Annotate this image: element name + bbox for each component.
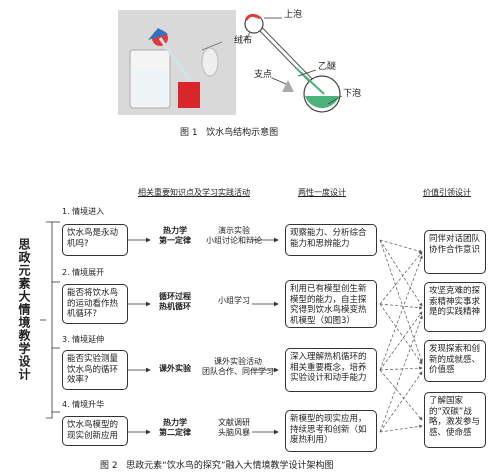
row3-law: 课外实验 xyxy=(155,364,195,374)
label-felt: 绒布 xyxy=(234,36,253,46)
row2-stage: 2. 情境展开 xyxy=(62,268,105,277)
row3-activity-2: 团队合作、同伴学习 xyxy=(202,367,274,376)
row1-activities: 演示实验 小组讨论和辩论 xyxy=(198,226,270,246)
diagram-title-vertical: 思政元素大情境教学设计 xyxy=(17,238,31,381)
drinking-bird-schematic xyxy=(244,13,343,113)
row4-design: 新模型的现实应用，持续思考和创新（如废热利用） xyxy=(290,414,367,445)
label-lower-bulb: 下泡 xyxy=(343,89,362,99)
row1-question: 饮水鸟是永动机吗? xyxy=(67,228,119,249)
row1-stage: 1. 情境进入 xyxy=(62,207,105,216)
row1-design-box: 观察能力、分析综合能力和思辨能力 xyxy=(285,224,377,256)
label-ether: 乙醚 xyxy=(318,62,337,72)
value-1: 同伴对话团队协作合作意识 xyxy=(429,234,481,255)
drinking-bird-photo-drawing xyxy=(118,10,236,115)
row1-design: 观察能力、分析综合能力和思辨能力 xyxy=(290,228,367,249)
row2-design: 利用已有模型创生新模型的能力，自主探究得到饮水鸟模变热机模型（如图3） xyxy=(290,284,367,326)
value-box-4: 了解国家的“双碳”战略，激发参与感、使命感 xyxy=(424,392,486,448)
row4-design-box: 新模型的现实应用，持续思考和创新（如废热利用） xyxy=(285,410,377,452)
row3-law-line1: 课外实验 xyxy=(159,364,191,373)
row2-activity-1: 小组学习 xyxy=(218,296,250,305)
row4-law-line2: 第二定律 xyxy=(159,428,191,437)
value-box-2: 攻坚克难的探索精神实事求是的实践精神 xyxy=(424,282,486,332)
value-box-1: 同伴对话团队协作合作意识 xyxy=(424,230,486,274)
figure2-caption: 图 2 思政元素“饮水鸟的探究”融入大情境教学设计架构图 xyxy=(100,461,334,471)
row4-activities: 文献调研 头脑风暴 xyxy=(198,418,270,438)
value-4: 了解国家的“双碳”战略，激发参与感、使命感 xyxy=(429,396,481,438)
row4-law: 热力学 第二定律 xyxy=(155,418,195,438)
row4-question: 饮水鸟模型的现实创新应用 xyxy=(67,420,119,441)
row2-question: 能否将饮水鸟的运动看作热机循环? xyxy=(67,288,119,319)
label-upper-bulb: 上泡 xyxy=(284,10,303,20)
row3-stage: 3. 情境延伸 xyxy=(62,335,105,344)
row4-stage: 4. 情境升华 xyxy=(62,400,105,409)
row2-activities: 小组学习 xyxy=(198,296,270,306)
row3-design-box: 深入理解热机循环的相关重要概念，培养实验设计和动手能力 xyxy=(285,348,377,392)
row2-law-line2: 热机循环 xyxy=(159,302,191,311)
row3-activity-1: 课外实验活动 xyxy=(214,357,262,366)
row1-law-line2: 第一定律 xyxy=(159,236,191,245)
label-pivot: 支点 xyxy=(254,70,273,80)
row4-activity-2: 头脑风暴 xyxy=(218,428,250,437)
row1-question-box: 饮水鸟是永动机吗? xyxy=(62,224,128,256)
figure1-caption: 图 1 饮水鸟结构示意图 xyxy=(180,128,279,138)
row3-activities: 课外实验活动 团队合作、同伴学习 xyxy=(198,357,278,377)
col-header-knowledge: 相关重要知识点及学习实践活动 xyxy=(138,188,250,197)
row4-law-line1: 热力学 xyxy=(163,418,187,427)
row3-question: 能否实验测量饮水鸟的循环效率? xyxy=(67,354,119,385)
value-box-3: 发现探索和创新的成就感、价值感 xyxy=(424,340,486,382)
row4-activity-1: 文献调研 xyxy=(218,418,250,427)
value-3: 发现探索和创新的成就感、价值感 xyxy=(429,344,481,375)
row2-question-box: 能否将饮水鸟的运动看作热机循环? xyxy=(62,284,128,324)
row3-question-box: 能否实验测量饮水鸟的循环效率? xyxy=(62,350,128,390)
row3-design: 深入理解热机循环的相关重要概念，培养实验设计和动手能力 xyxy=(290,352,367,383)
drinking-bird-photo xyxy=(118,10,236,115)
row2-law: 循环过程 热机循环 xyxy=(155,292,195,312)
row1-law: 热力学 第一定律 xyxy=(155,226,195,246)
col-header-values: 价值引领设计 xyxy=(423,188,471,197)
col-header-literacy: 两性一度设计 xyxy=(298,188,346,197)
row2-law-line1: 循环过程 xyxy=(159,292,191,301)
row1-activity-1: 演示实验 xyxy=(218,226,250,235)
row1-activity-2: 小组讨论和辩论 xyxy=(206,236,262,245)
value-2: 攻坚克难的探索精神实事求是的实践精神 xyxy=(429,286,481,317)
row1-law-line1: 热力学 xyxy=(163,226,187,235)
row2-design-box: 利用已有模型创生新模型的能力，自主探究得到饮水鸟模变热机模型（如图3） xyxy=(285,280,377,328)
row4-question-box: 饮水鸟模型的现实创新应用 xyxy=(62,416,128,446)
